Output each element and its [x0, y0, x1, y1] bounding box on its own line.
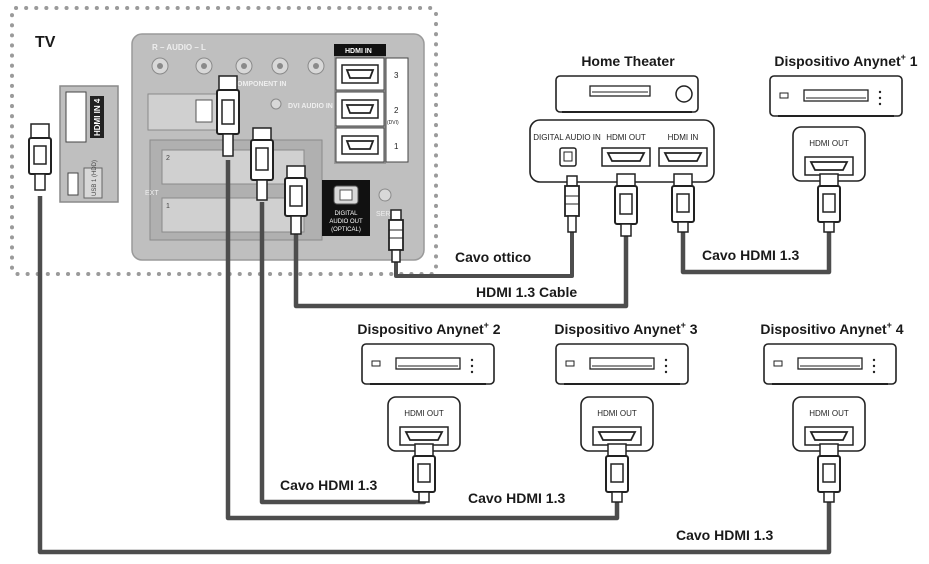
anynet-device-3-port: HDMI OUT — [597, 409, 637, 418]
ext-2-number: 2 — [166, 155, 170, 162]
cable-label-ht-tv: HDMI 1.3 Cable — [476, 284, 577, 300]
cable-ht-dev1 — [680, 230, 832, 275]
hdmi-1-number: 1 — [394, 142, 399, 151]
ht-port-digital-audio-in: DIGITAL AUDIO IN — [533, 133, 601, 142]
dvi-audio-label: DVI AUDIO IN — [288, 103, 333, 110]
cable-hdmi-in4-dev4 — [37, 196, 832, 555]
cable-label-dev2: Cavo HDMI 1.3 — [280, 477, 377, 493]
cable-optical — [394, 232, 574, 278]
hdmi-2-number: 2 — [394, 106, 399, 115]
anynet-device-1-port: HDMI OUT — [809, 139, 849, 148]
cable-label-dev3: Cavo HDMI 1.3 — [468, 490, 565, 506]
anynet-device-3-title: Dispositivo Anynet+ 3 — [554, 320, 697, 337]
anynet-device-3: Dispositivo Anynet+ 3 HDMI OUT — [554, 320, 698, 452]
cable-label-dev4: Cavo HDMI 1.3 — [676, 527, 773, 543]
optical-label-line1: DIGITAL — [335, 211, 359, 217]
anynet-device-4: Dispositivo Anynet+ 4 HDMI OUT — [760, 320, 904, 452]
home-theater-title: Home Theater — [581, 53, 675, 69]
tv-back-panel: R – AUDIO – L COMPONENT IN DVI AUDIO IN … — [131, 33, 425, 261]
hdmi-in-4-label: HDMI IN 4 — [93, 98, 102, 136]
hdmi-2-dvi-label: (DVI) — [387, 120, 399, 126]
usb-port-label: USB 1 (HDD) — [92, 160, 98, 196]
anynet-device-2-title: Dispositivo Anynet+ 2 — [357, 320, 500, 337]
cable-label-optical: Cavo ottico — [455, 249, 531, 265]
plugs — [28, 75, 841, 503]
optical-label-line2: AUDIO OUT — [329, 219, 363, 225]
cable-hdmi1-ht — [293, 232, 629, 309]
home-theater: Home Theater DIGITAL AUDIO IN HDMI OUT H… — [529, 53, 715, 183]
tv-label: TV — [35, 34, 56, 51]
service-label: SERV — [376, 211, 395, 218]
ext-1-number: 1 — [166, 203, 170, 210]
ht-port-hdmi-out: HDMI OUT — [606, 133, 646, 142]
anynet-device-4-title: Dispositivo Anynet+ 4 — [760, 320, 903, 337]
cable-hdmi3-dev3 — [225, 160, 620, 521]
optical-label-line3: (OPTICAL) — [331, 227, 361, 233]
tv-side-panel: HDMI IN 4 USB 1 (HDD) — [59, 85, 119, 203]
anynet-device-1-title: Dispositivo Anynet+ 1 — [774, 52, 917, 69]
anynet-device-1: Dispositivo Anynet+ 1 HDMI OUT — [769, 52, 918, 182]
audio-label: R – AUDIO – L — [152, 43, 206, 52]
ht-port-hdmi-in: HDMI IN — [668, 133, 699, 142]
cable-label-ht-dev1: Cavo HDMI 1.3 — [702, 247, 799, 263]
anynet-device-2-port: HDMI OUT — [404, 409, 444, 418]
ext-label: EXT — [145, 190, 159, 197]
anynet-device-2: Dispositivo Anynet+ 2 HDMI OUT — [357, 320, 501, 452]
hdmi-3-number: 3 — [394, 71, 399, 80]
anynet-device-4-port: HDMI OUT — [809, 409, 849, 418]
component-label: COMPONENT IN — [232, 81, 286, 88]
hdmi-in-header: HDMI IN — [345, 48, 372, 55]
